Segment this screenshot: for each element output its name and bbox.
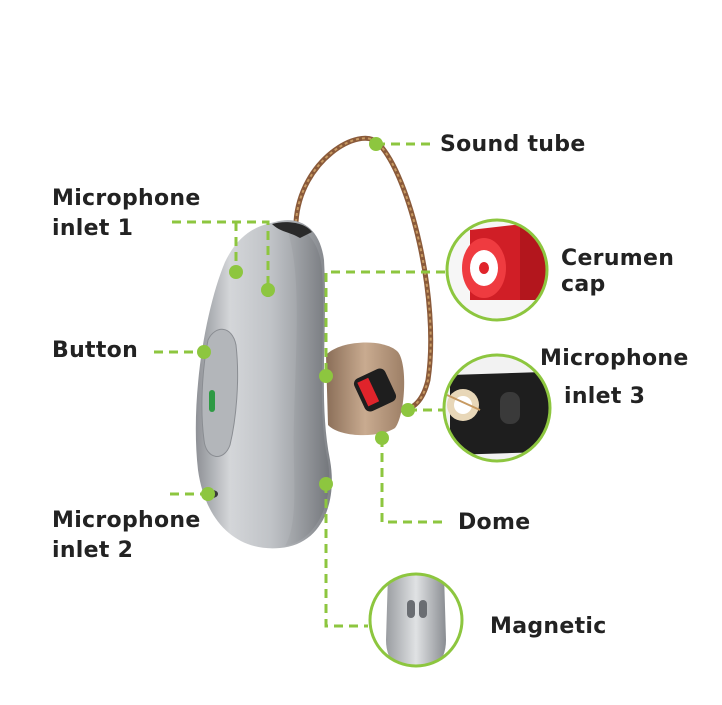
label-microphone-inlet-3-line1: Microphone <box>540 340 689 378</box>
label-dome: Dome <box>458 508 530 538</box>
cerumen-cap-inset <box>440 215 560 325</box>
label-sound-tube: Sound tube <box>440 130 586 160</box>
label-cerumen-cap-line1: Cerumen <box>561 246 674 272</box>
label-microphone-inlet-1: Microphone inlet 1 <box>52 184 201 244</box>
label-microphone-inlet-2: Microphone inlet 2 <box>52 506 201 566</box>
magnetic-inset <box>370 574 462 674</box>
label-button: Button <box>52 336 138 366</box>
hearing-aid-body <box>196 220 332 548</box>
label-microphone-inlet-3-line2: inlet 3 <box>540 378 689 416</box>
label-microphone-inlet-2-line2: inlet 2 <box>52 536 201 566</box>
label-cerumen-cap: Cerumen cap <box>561 246 674 298</box>
label-cerumen-cap-line2: cap <box>561 272 674 298</box>
dome-shape <box>326 343 404 436</box>
label-magnetic: Magnetic <box>490 612 607 642</box>
label-microphone-inlet-3: Microphone inlet 3 <box>540 340 689 416</box>
label-microphone-inlet-1-line1: Microphone <box>52 184 201 214</box>
label-microphone-inlet-2-line1: Microphone <box>52 506 201 536</box>
label-microphone-inlet-1-line2: inlet 1 <box>52 214 201 244</box>
